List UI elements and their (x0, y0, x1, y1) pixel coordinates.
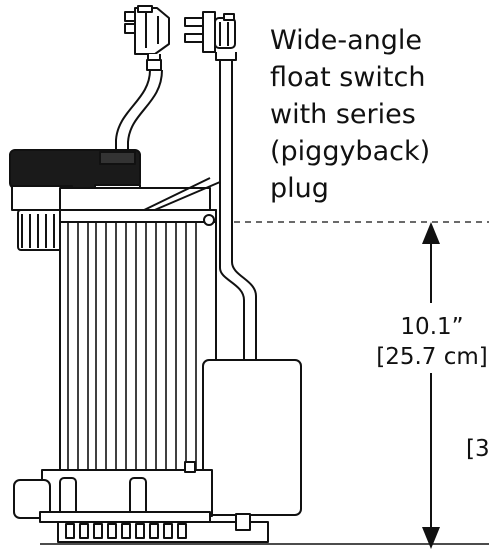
callout-line-1: Wide-angle (270, 25, 423, 56)
piggyback-plug (124, 5, 170, 71)
discharge-line (219, 222, 257, 370)
dimension-arrow (422, 222, 440, 549)
callout-line-3: with series (270, 99, 416, 130)
clipped-dimension-label: [3 (466, 436, 489, 462)
callout-line-2: float switch (270, 62, 426, 93)
height-inches: 10.1” (400, 314, 464, 340)
float-switch-box (202, 359, 302, 516)
intake-screen (57, 513, 269, 543)
pump-base (13, 461, 213, 523)
power-cord (115, 69, 163, 152)
switch-cord (219, 60, 233, 222)
top-cap (59, 187, 211, 211)
callout-line-4: (piggyback) (270, 136, 431, 167)
height-dimension-label: 10.1” [25.7 cm] (372, 312, 489, 372)
callout-line-5: plug (270, 173, 329, 204)
height-centimeters: [25.7 cm] (376, 344, 488, 370)
series-plug (184, 11, 237, 61)
float-switch-callout: Wide-angle float switch with series (pig… (270, 22, 430, 207)
